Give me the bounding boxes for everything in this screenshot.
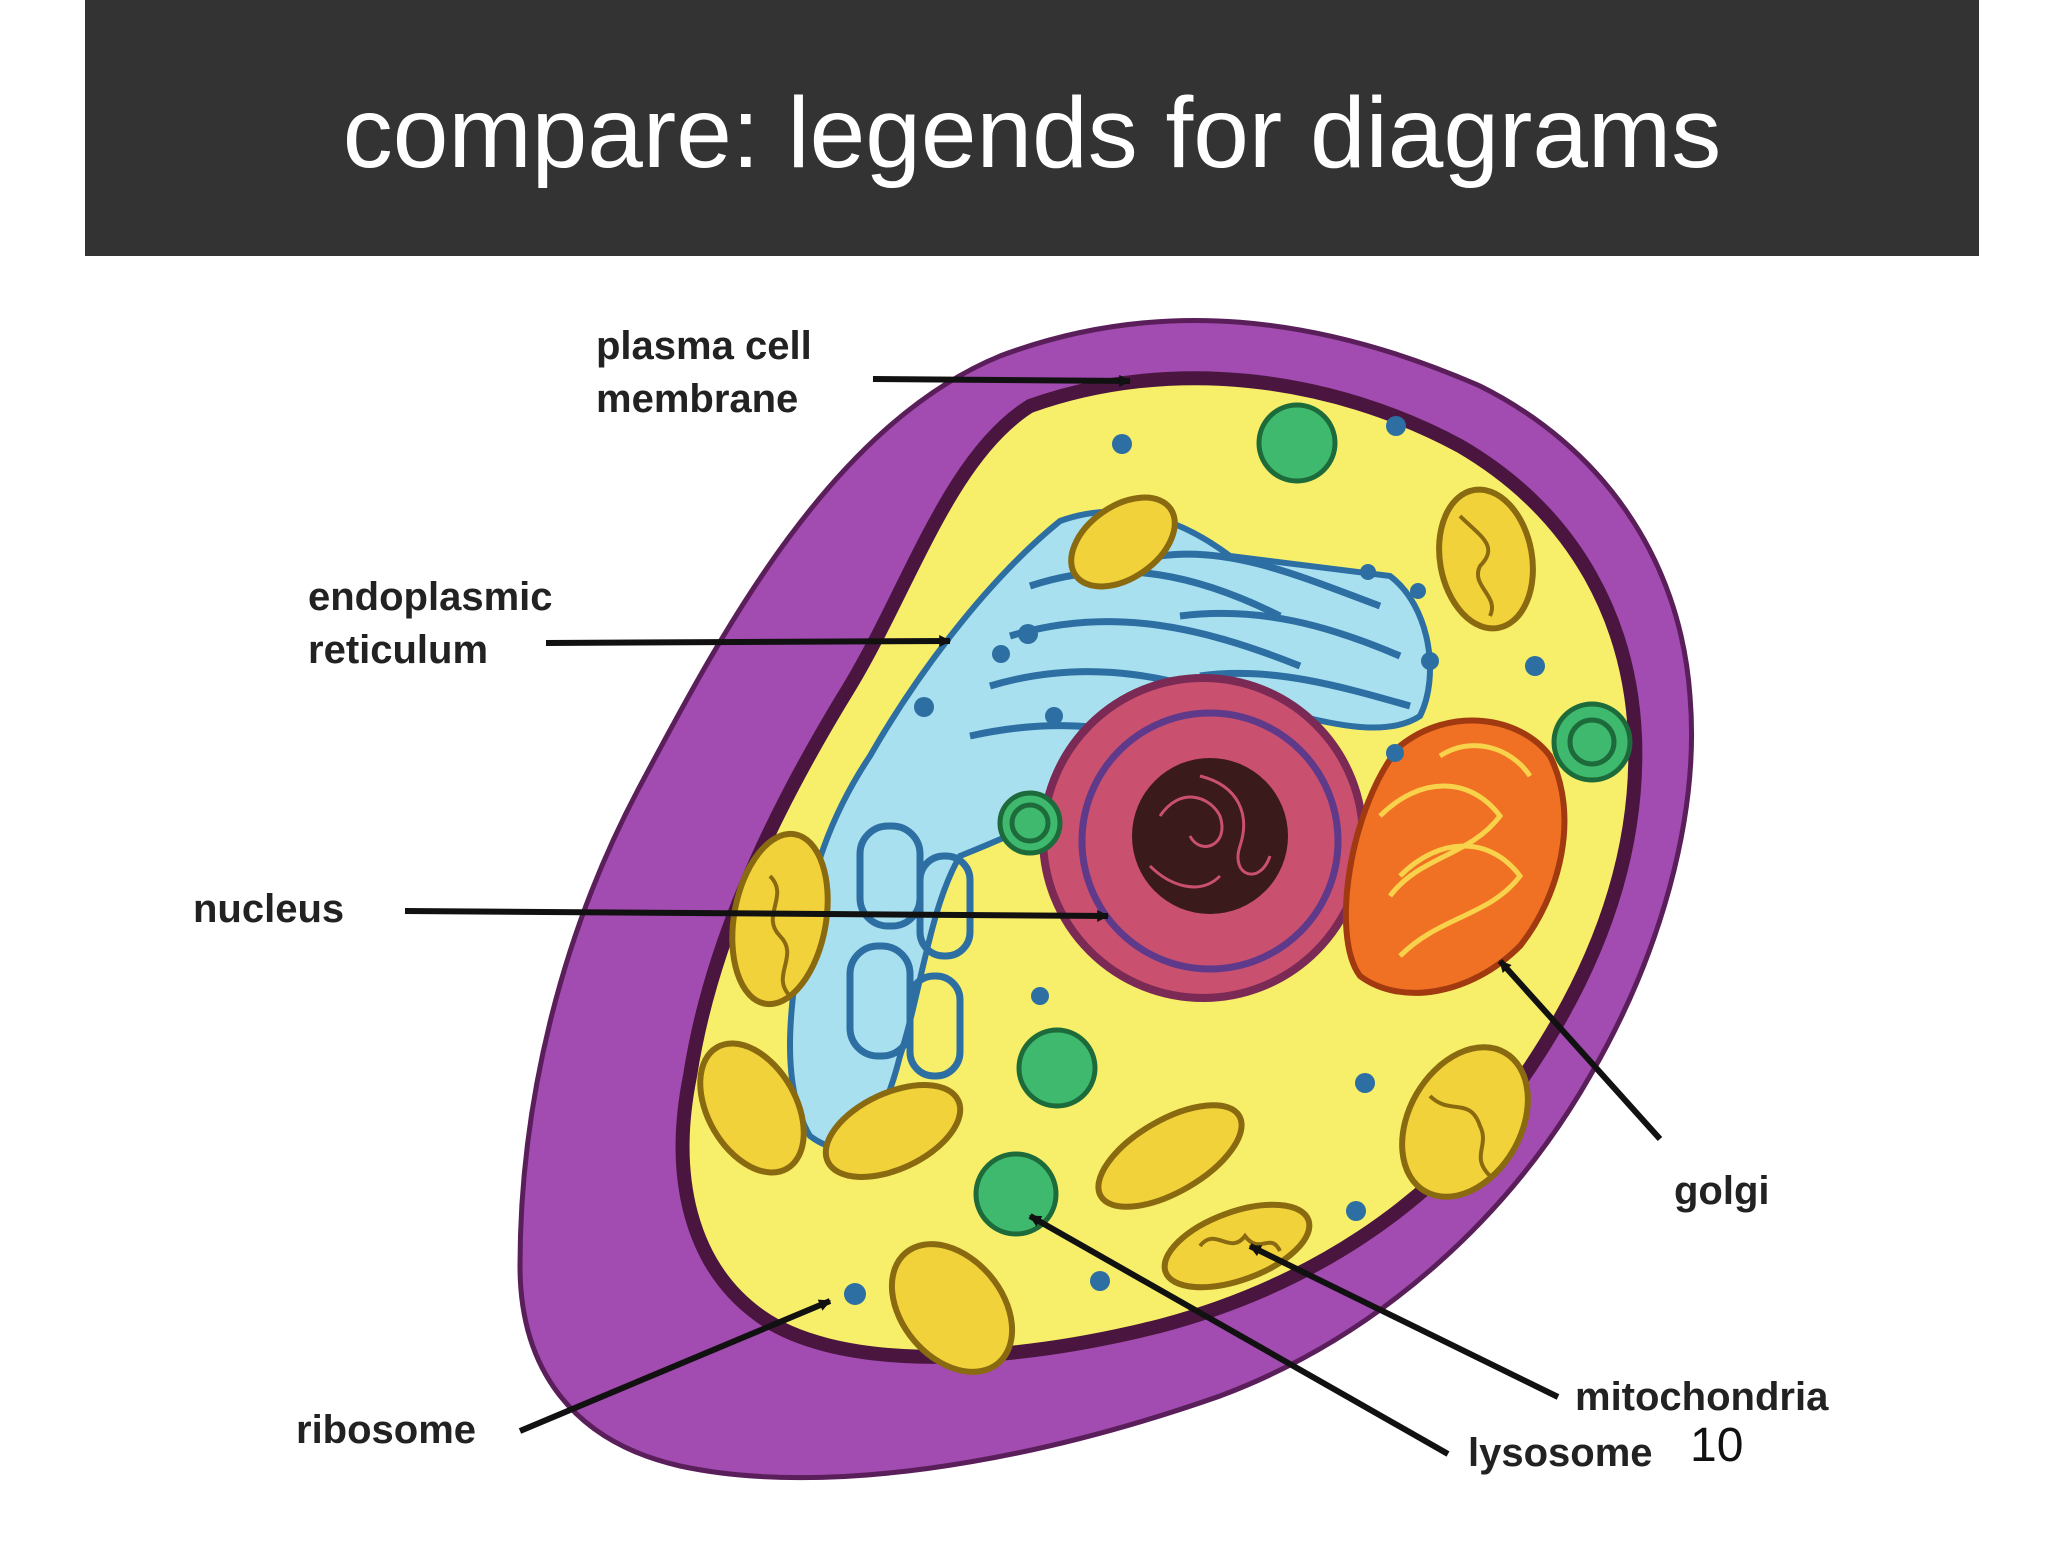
arrow-golgi xyxy=(1497,958,1663,1142)
page-number: 10 xyxy=(1690,1419,1744,1472)
lysosome xyxy=(973,1151,1059,1237)
arrow-lysosome xyxy=(1028,1213,1450,1457)
mitochondrion xyxy=(697,1040,807,1176)
slide-title: compare: legends for diagrams xyxy=(342,77,1722,189)
cell-diagram: plasma cell membrane endoplasmic reticul… xyxy=(0,256,2048,1536)
ribosome xyxy=(914,697,934,717)
arrow-nucleus xyxy=(404,908,1110,922)
mitochondrion xyxy=(1161,1201,1313,1291)
lysosome xyxy=(1256,402,1338,484)
ribosome xyxy=(844,1283,866,1305)
ribosome xyxy=(1112,434,1132,454)
ribosome xyxy=(1346,1201,1366,1221)
label-plasma-membrane: plasma cell membrane xyxy=(596,324,812,421)
label-ribosome: ribosome xyxy=(296,1408,477,1452)
golgi-body xyxy=(1342,717,1568,996)
label-mitochondria: mitochondria xyxy=(1575,1375,1829,1419)
label-golgi: golgi xyxy=(1674,1169,1770,1213)
ribosome xyxy=(1045,707,1063,725)
ribosome xyxy=(1525,656,1545,676)
label-endoplasmic-reticulum: endoplasmic reticulum xyxy=(308,575,553,672)
arrow-ribosome xyxy=(518,1298,832,1434)
arrow-endoplasmic-reticulum xyxy=(545,635,952,648)
label-nucleus: nucleus xyxy=(193,887,345,931)
mitochondrion xyxy=(1399,1044,1531,1200)
ribosome xyxy=(1090,1271,1110,1291)
ribosome xyxy=(1031,987,1049,1005)
arrow-mitochondria xyxy=(1248,1243,1560,1400)
mitochondrion xyxy=(888,1241,1016,1375)
ribosome xyxy=(1355,1073,1375,1093)
ribosome xyxy=(1360,564,1376,580)
cell-illustration xyxy=(404,318,1695,1481)
lysosome xyxy=(997,790,1063,856)
mitochondrion xyxy=(1068,494,1178,590)
ribosome xyxy=(1386,416,1406,436)
ribosome-dots xyxy=(844,416,1545,1305)
mitochondrion xyxy=(1095,1102,1245,1210)
ribosome xyxy=(1018,624,1038,644)
arrow-plasma-membrane xyxy=(872,374,1132,387)
ribosome xyxy=(1410,583,1426,599)
nucleolus xyxy=(1132,758,1288,914)
label-lysosome: lysosome xyxy=(1468,1431,1653,1475)
ribosome xyxy=(1386,744,1404,762)
lysosome xyxy=(1016,1027,1098,1109)
ribosome xyxy=(992,645,1010,663)
mitochondrion xyxy=(822,1082,964,1180)
title-bar: compare: legends for diagrams xyxy=(85,0,1979,256)
lysosome xyxy=(1551,701,1633,783)
ribosome xyxy=(1421,652,1439,670)
